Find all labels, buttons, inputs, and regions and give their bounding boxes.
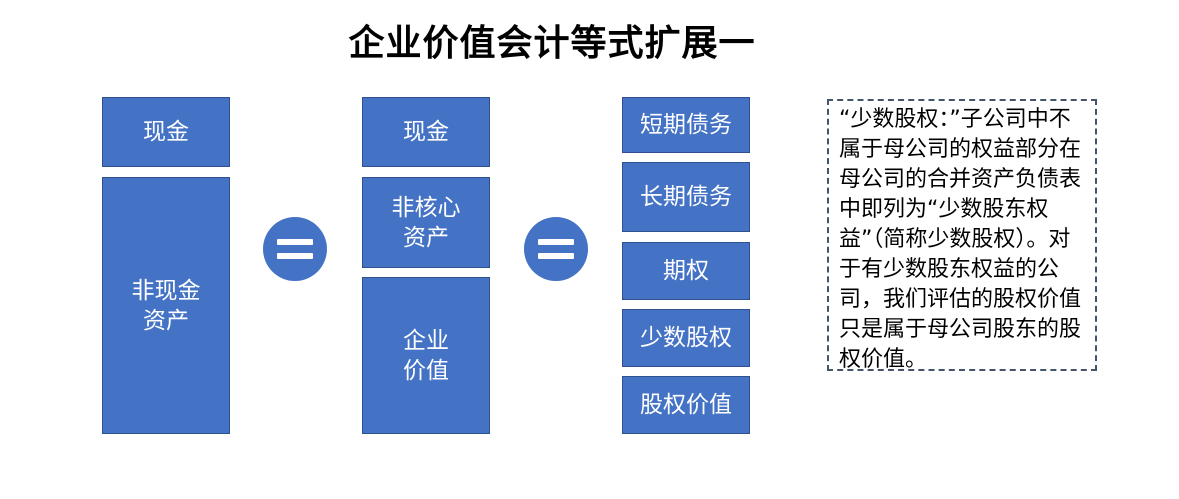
minority-interest-note: “少数股权：”子公司中不属于母公司的权益部分在母公司的合并资产负债表中即列为“少…: [827, 99, 1097, 372]
non-cash-assets-box: 非现金 资产: [102, 177, 230, 434]
equity-value-box: 股权价值: [622, 376, 750, 434]
enterprise-value-box: 企业 价值: [362, 277, 490, 434]
long-term-debt-box: 长期债务: [622, 162, 750, 232]
equals-icon-2: [524, 217, 588, 281]
non-core-assets-box: 非核心 资产: [362, 177, 490, 268]
cash-box-left: 现金: [102, 97, 230, 167]
options-box: 期权: [622, 242, 750, 300]
equals-icon-1: [263, 217, 327, 281]
short-term-debt-box: 短期债务: [622, 97, 750, 153]
cash-box-middle: 现金: [362, 97, 490, 167]
page-title: 企业价值会计等式扩展一: [348, 23, 756, 64]
minority-interest-box: 少数股权: [622, 309, 750, 367]
